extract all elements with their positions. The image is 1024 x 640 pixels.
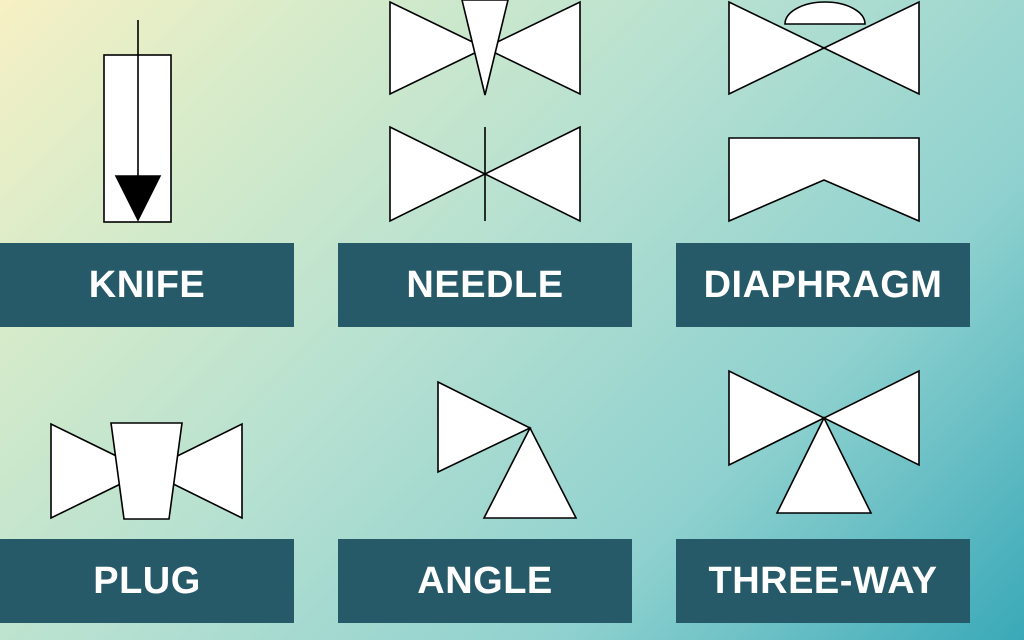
three-way-valve-right-triangle	[822, 369, 920, 467]
three-way-valve-left-triangle	[728, 369, 826, 467]
angle-valve-symbol	[437, 380, 578, 519]
diaphragm-valve-symbol	[728, 137, 920, 223]
knife-valve-arrowhead	[114, 175, 162, 222]
plug-valve-left-triangle	[50, 422, 149, 520]
angle-label: ANGLE	[338, 539, 632, 623]
three-way-valve-symbol	[728, 369, 920, 514]
gate-valve-symbol	[389, 125, 581, 223]
diaphragm-label: DIAPHRAGM	[676, 243, 970, 327]
gate-valve-right-triangle	[483, 125, 581, 223]
needle-valve-needle	[461, 0, 509, 96]
needle-label: NEEDLE	[338, 243, 632, 327]
plug-valve-symbol	[50, 422, 243, 520]
diaphragm-valve-body	[728, 137, 920, 223]
three-way-label: THREE-WAY	[676, 539, 970, 623]
globe-valve-dome	[784, 1, 866, 25]
needle-valve-left-triangle	[389, 0, 487, 96]
globe-valve-symbol	[728, 0, 920, 96]
needle-valve-symbol	[389, 0, 581, 96]
gate-valve-left-triangle	[389, 125, 487, 223]
knife-label: KNIFE	[0, 243, 294, 327]
knife-valve-symbol	[103, 20, 172, 223]
globe-valve-right-triangle	[822, 0, 920, 96]
three-way-valve-bottom-triangle	[775, 416, 873, 514]
angle-valve-inlet-triangle	[437, 380, 532, 474]
plug-valve-right-triangle	[145, 422, 243, 520]
plug-valve-plug	[110, 422, 183, 520]
needle-valve-right-triangle	[483, 0, 581, 96]
angle-valve-outlet-triangle	[482, 426, 578, 519]
globe-valve-left-triangle	[728, 0, 826, 96]
plug-label: PLUG	[0, 539, 294, 623]
